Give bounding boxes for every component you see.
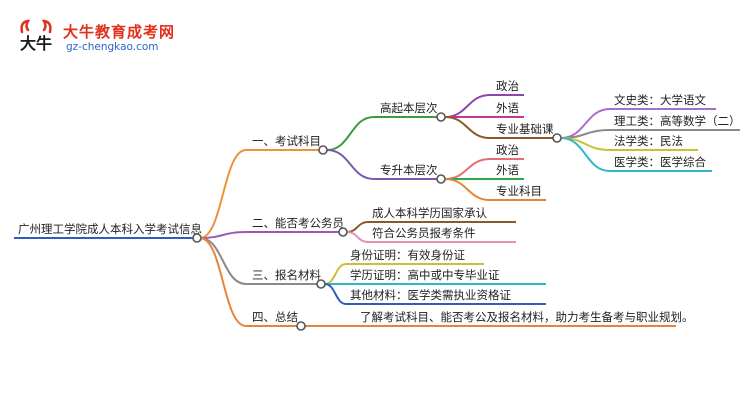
sub-connector (346, 221, 369, 233)
logo-mark-text: 大牛 (20, 34, 52, 53)
sub-node: 高起本层次 (380, 101, 438, 115)
site-url[interactable]: gz-chengkao.com (66, 41, 159, 53)
node-collapse-knob (192, 233, 202, 243)
detail-connector (560, 137, 611, 172)
leaf-node: 外语 (496, 101, 519, 115)
detail-node: 法学类：民法 (614, 134, 683, 148)
leaf-node: 专业基础课 (496, 122, 554, 136)
leaf-connector (444, 116, 491, 139)
leaf-connector (444, 94, 491, 118)
leaf-node: 外语 (496, 163, 519, 177)
leaf-connector (444, 178, 491, 201)
sub-node: 学历证明：高中或中专毕业证 (350, 268, 500, 282)
node-collapse-knob (436, 112, 446, 122)
node-collapse-knob (436, 174, 446, 184)
sub-connector (324, 263, 347, 285)
sub-node: 身份证明：有效身份证 (350, 248, 465, 262)
detail-node: 文史类：大学语文 (614, 93, 706, 107)
sub-node: 了解考试科目、能否考公及报名材料，助力考生备考与职业规划。 (360, 310, 694, 324)
sub-node: 符合公务员报考条件 (372, 226, 476, 240)
branch-node: 四、总结 (252, 310, 298, 324)
node-collapse-knob (338, 227, 348, 237)
branch-node: 三、报名材料 (252, 268, 321, 282)
sub-connector (326, 149, 375, 180)
site-logo[interactable]: 大牛 大牛教育成考网 gz-chengkao.com (16, 18, 216, 60)
detail-connector (560, 129, 611, 139)
root-node: 广州理工学院成人本科入学考试信息 (18, 222, 202, 236)
sub-node: 其他材料：医学类需执业资格证 (350, 288, 511, 302)
detail-node: 医学类：医学综合 (614, 155, 706, 169)
sub-connector (346, 231, 369, 243)
node-collapse-knob (552, 133, 562, 143)
leaf-node: 政治 (496, 79, 519, 93)
branch-node: 一、考试科目 (252, 134, 321, 148)
leaf-node: 政治 (496, 143, 519, 157)
bull-logo-icon: 大牛 (20, 19, 52, 53)
branch-connector (199, 237, 247, 327)
detail-node: 理工类：高等数学（二） (614, 114, 741, 128)
sub-connector (324, 283, 347, 305)
sub-connector (326, 116, 375, 151)
branch-node: 二、能否考公务员 (252, 216, 344, 230)
node-collapse-knob (316, 279, 326, 289)
sub-node: 成人本科学历国家承认 (372, 206, 487, 220)
site-name: 大牛教育成考网 (63, 23, 176, 41)
node-collapse-knob (318, 145, 328, 155)
branch-connector (199, 149, 247, 239)
branch-connector (199, 237, 247, 285)
leaf-node: 专业科目 (496, 184, 542, 198)
leaf-connector (444, 158, 491, 180)
sub-node: 专升本层次 (380, 163, 438, 177)
node-collapse-knob (296, 321, 306, 331)
